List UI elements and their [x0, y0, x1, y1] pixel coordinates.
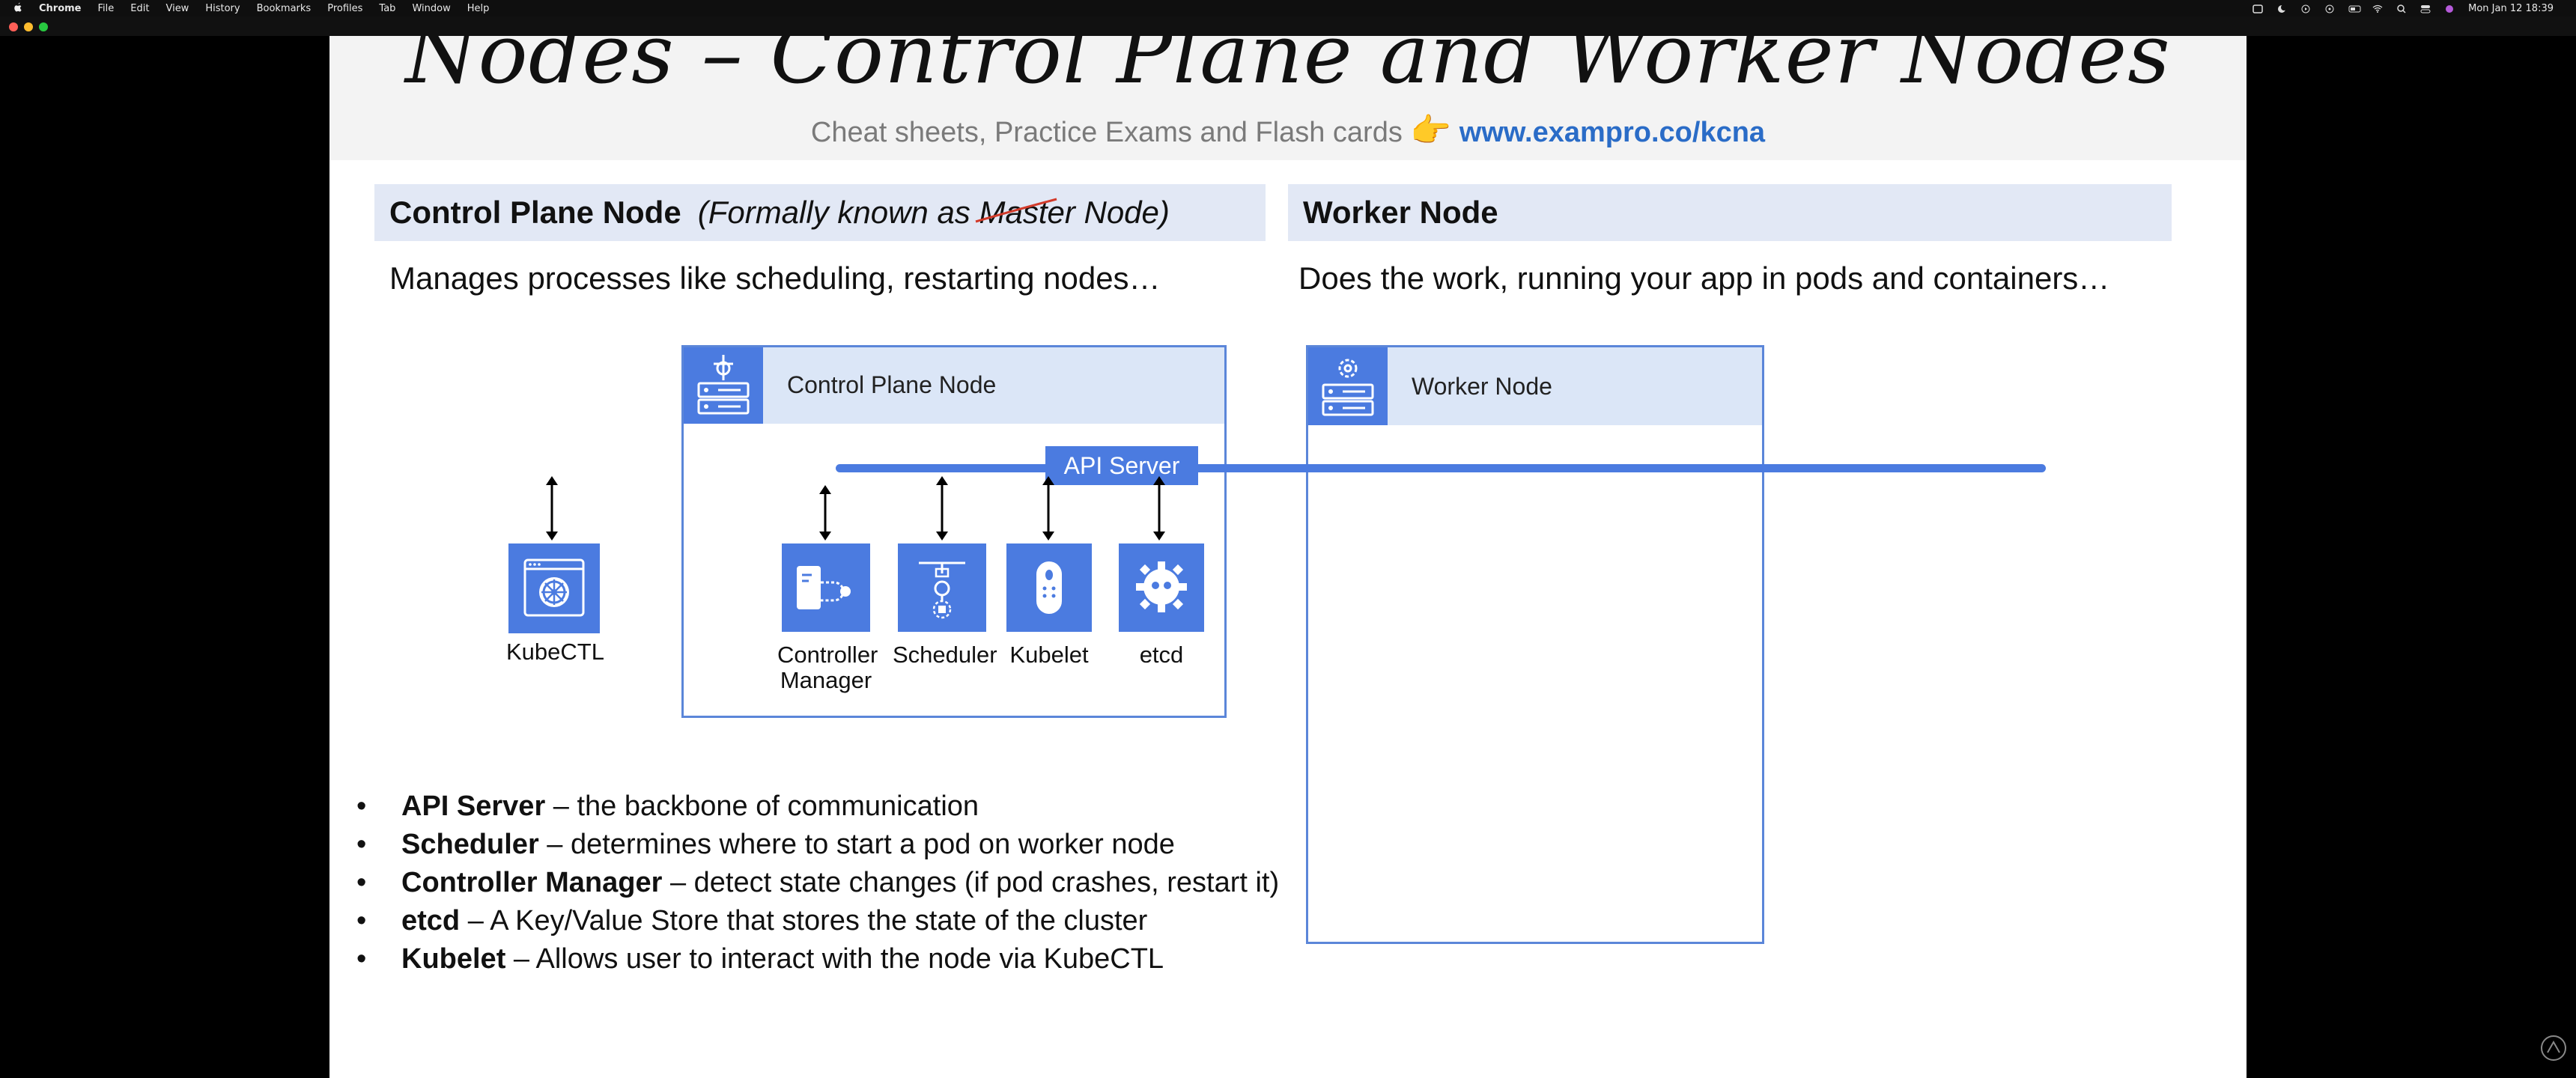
bullet-etcd: • etcd – A Key/Value Store that stores th…	[356, 905, 1279, 943]
scheduler-label: Scheduler	[893, 642, 997, 668]
bullet-text: – detect state changes (if pod crashes, …	[662, 867, 1280, 898]
kubectl-icon	[508, 543, 600, 633]
bullet-marker: •	[356, 791, 367, 822]
kubectl-label: KubeCTL	[506, 639, 604, 665]
control-plane-server-icon	[684, 347, 763, 424]
controller-label-line2: Manager	[780, 667, 872, 693]
etcd-icon	[1119, 543, 1204, 632]
worker-server-gear-icon	[1308, 347, 1388, 425]
wifi-icon[interactable]	[2372, 4, 2383, 13]
struck-word-text: Master	[979, 195, 1075, 230]
menu-chrome[interactable]: Chrome	[39, 3, 82, 14]
controller-manager-icon	[782, 543, 870, 632]
recording-icon[interactable]	[2253, 4, 2263, 13]
menu-bar: Chrome File Edit View History Bookmarks …	[0, 0, 2576, 16]
worker-node-label: Worker Node	[1412, 373, 1552, 400]
focus-moon-icon[interactable]	[2276, 4, 2288, 13]
api-server-bus	[836, 464, 2046, 472]
battery-icon[interactable]	[2348, 4, 2361, 13]
controller-arrow-icon	[819, 485, 831, 540]
menu-profiles[interactable]: Profiles	[327, 3, 363, 14]
bullet-text: – Allows user to interact with the node …	[505, 943, 1164, 975]
zoom-window-icon[interactable]	[39, 22, 48, 31]
menu-window[interactable]: Window	[412, 3, 451, 14]
bullet-text: – determines where to start a pod on wor…	[538, 829, 1175, 860]
minimize-window-icon[interactable]	[24, 22, 33, 31]
menu-edit[interactable]: Edit	[130, 3, 150, 14]
control-plane-node-box: Control Plane Node	[681, 345, 1227, 718]
menu-bookmarks[interactable]: Bookmarks	[256, 3, 312, 14]
bullet-text: – the backbone of communication	[545, 791, 979, 822]
note-post: Node)	[1075, 195, 1170, 230]
bullet-marker: •	[356, 943, 367, 975]
slide-subtitle: Cheat sheets, Practice Exams and Flash c…	[329, 111, 2247, 150]
control-center-icon[interactable]	[2420, 4, 2431, 13]
menubar-clock[interactable]: Mon Jan 12 18:39	[2468, 3, 2554, 14]
struck-word: Master	[976, 195, 1075, 230]
bullet-marker: •	[356, 905, 367, 937]
bullet-term: Kubelet	[401, 943, 506, 975]
api-server-label: API Server	[1045, 446, 1198, 485]
kubectl-arrow-icon	[546, 476, 558, 540]
component-bullet-list: • API Server – the backbone of communicat…	[356, 791, 1279, 981]
siri-icon[interactable]	[2444, 4, 2455, 13]
note-pre: (Formally known as	[697, 195, 979, 230]
search-icon[interactable]	[2396, 4, 2407, 13]
bullet-term: etcd	[401, 905, 461, 937]
menu-file[interactable]: File	[97, 3, 115, 14]
bullet-scheduler: • Scheduler – determines where to start a…	[356, 829, 1279, 867]
menu-history[interactable]: History	[205, 3, 240, 14]
channel-watermark-icon	[2541, 1035, 2566, 1061]
bullet-kubelet: • Kubelet – Allows user to interact with …	[356, 943, 1279, 981]
menu-view[interactable]: View	[165, 3, 189, 14]
scheduler-icon	[898, 543, 986, 632]
worker-description: Does the work, running your app in pods …	[1298, 261, 2110, 296]
pointing-hand-icon: 👉	[1410, 112, 1452, 149]
scheduler-arrow-icon	[936, 476, 948, 540]
play-icon[interactable]	[2300, 4, 2311, 13]
bullet-marker: •	[356, 867, 367, 898]
worker-header-title: Worker Node	[1303, 195, 1498, 230]
bullet-text: – A Key/Value Store that stores the stat…	[460, 905, 1148, 937]
control-plane-header-note: (Formally known as Master Node)	[698, 195, 1170, 231]
etcd-arrow-icon	[1153, 476, 1165, 540]
exampro-link[interactable]: www.exampro.co/kcna	[1459, 117, 1766, 148]
kubelet-icon	[1006, 543, 1092, 632]
control-plane-description: Manages processes like scheduling, resta…	[389, 261, 1161, 296]
bullet-controller-manager: • Controller Manager – detect state chang…	[356, 867, 1279, 905]
control-plane-header: Control Plane Node (Formally known as Ma…	[374, 184, 1266, 241]
bullet-term: Scheduler	[401, 829, 539, 860]
kubelet-arrow-icon	[1042, 476, 1054, 540]
media-icon[interactable]	[2324, 4, 2335, 13]
slide: Nodes – Control Plane and Worker Nodes C…	[329, 36, 2247, 1078]
control-plane-node-label: Control Plane Node	[787, 371, 997, 398]
bullet-term: Controller Manager	[401, 867, 663, 898]
apple-icon[interactable]	[13, 2, 22, 16]
etcd-label: etcd	[1139, 642, 1184, 668]
controller-manager-label: Controller Manager	[777, 642, 878, 693]
slide-header: Nodes – Control Plane and Worker Nodes C…	[329, 36, 2247, 160]
controller-label-line1: Controller	[777, 642, 878, 668]
menu-help[interactable]: Help	[467, 3, 490, 14]
browser-window-bar	[0, 16, 2576, 36]
strikethrough-mark	[976, 198, 1057, 223]
subtitle-text: Cheat sheets, Practice Exams and Flash c…	[810, 117, 1403, 148]
worker-node-box: Worker Node	[1306, 345, 1764, 944]
worker-header: Worker Node	[1288, 184, 2172, 241]
close-window-icon[interactable]	[9, 22, 18, 31]
bullet-term: API Server	[401, 791, 546, 822]
menu-tab[interactable]: Tab	[379, 3, 396, 14]
control-plane-header-title: Control Plane Node	[389, 195, 681, 230]
bullet-marker: •	[356, 829, 367, 860]
control-plane-node-head: Control Plane Node	[684, 347, 1224, 424]
kubelet-label: Kubelet	[1009, 642, 1089, 668]
slide-title: Nodes – Control Plane and Worker Nodes	[405, 36, 2171, 102]
bullet-api-server: • API Server – the backbone of communicat…	[356, 791, 1279, 829]
worker-node-head: Worker Node	[1308, 347, 1762, 425]
